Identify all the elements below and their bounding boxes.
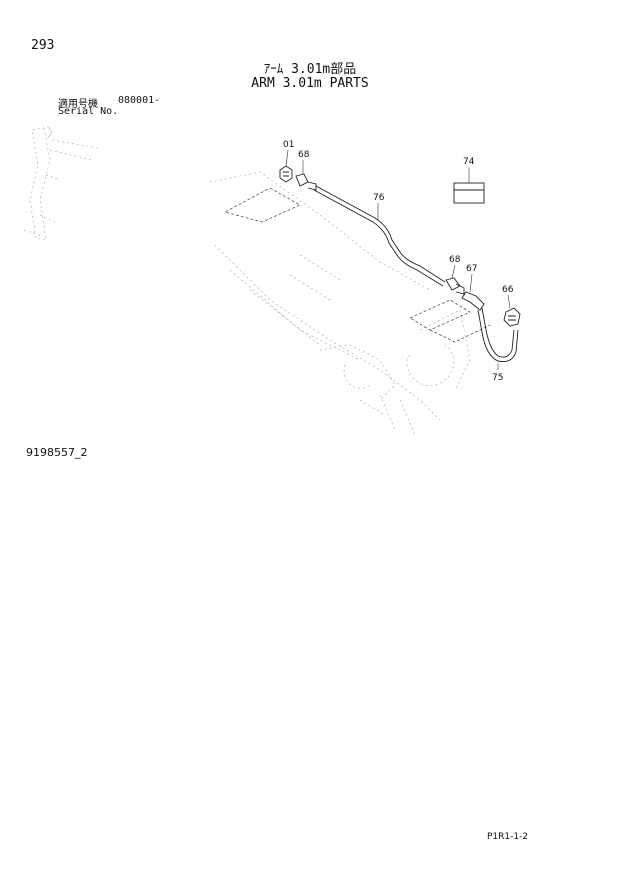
- callout-66: 66: [502, 285, 514, 295]
- page-number: 293: [31, 38, 55, 53]
- drawing-number: 9198557_2: [26, 446, 88, 459]
- ghost-arm-left: [23, 125, 99, 241]
- ghost-arm-body: [209, 171, 471, 436]
- callout-01: 01: [283, 140, 294, 150]
- serial-label-english: Serial No.: [58, 106, 119, 117]
- mount-plate-upper: [224, 187, 301, 223]
- serial-range: 080001-: [118, 95, 161, 106]
- fitting-66: [503, 307, 521, 327]
- callout-74: 74: [463, 157, 475, 167]
- fitting-01: [279, 165, 293, 183]
- fitting-68-upper: [295, 173, 317, 191]
- callout-68-upper: 68: [298, 150, 310, 160]
- mount-leader-lower: [429, 324, 491, 343]
- pipe-76: [313, 185, 446, 287]
- callout-67: 67: [466, 264, 477, 274]
- leader-lines: [285, 149, 511, 370]
- callout-68-lower: 68: [449, 255, 461, 265]
- elbow-67: [461, 291, 485, 311]
- callout-76: 76: [373, 193, 385, 203]
- hose-75: [477, 307, 519, 363]
- title-english: ARM 3.01m PARTS: [251, 76, 369, 91]
- page-code: P1R1-1-2: [487, 832, 529, 842]
- label-plate-74: [453, 182, 485, 204]
- mount-plate-lower: [409, 299, 471, 331]
- fitting-68-lower: [445, 277, 465, 295]
- title-japanese: ｱｰﾑ 3.01m部品: [263, 62, 357, 77]
- serial-label-japanese: 適用号機: [58, 99, 98, 110]
- callout-75: 75: [492, 373, 503, 383]
